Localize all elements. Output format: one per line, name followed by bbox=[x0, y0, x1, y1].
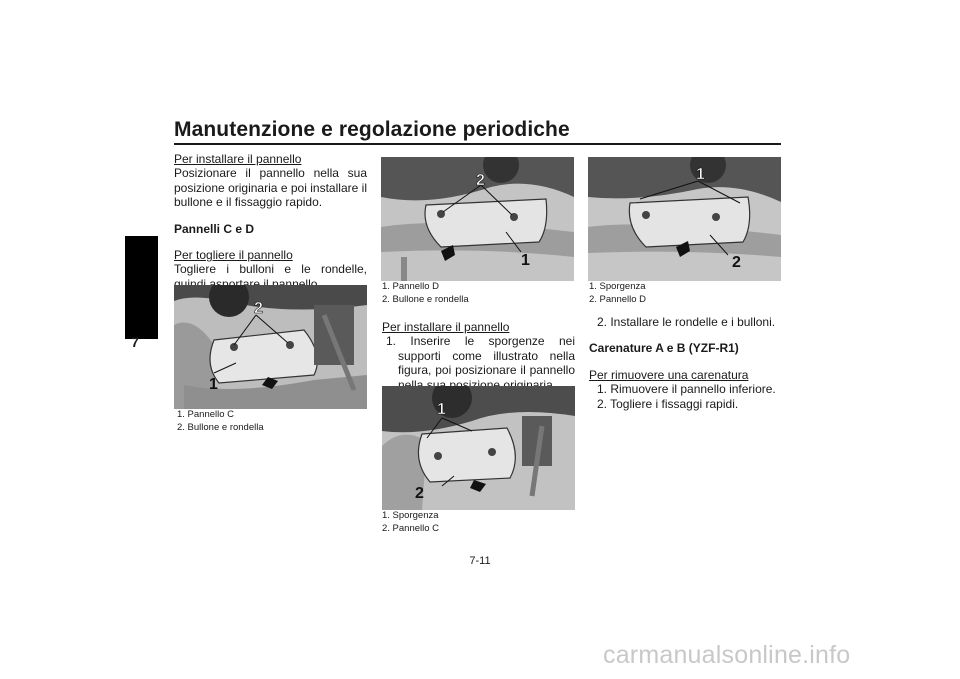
heading-fairings: Carenature A e B (YZF-R1) bbox=[589, 341, 739, 356]
subheading-remove-panel: Per togliere il pannello bbox=[174, 248, 293, 263]
page-number: 7-11 bbox=[469, 555, 491, 567]
heading-panels-c-d: Pannelli C e D bbox=[174, 221, 255, 236]
caption-item: 1. Pannello D bbox=[382, 281, 440, 292]
column-3-text: 2. Installare le rondelle e i bulloni. C… bbox=[589, 315, 782, 411]
watermark: carmanualsonline.info bbox=[603, 641, 851, 669]
page-title: Manutenzione e regolazione periodiche bbox=[174, 118, 570, 141]
chapter-number: 7 bbox=[131, 334, 139, 350]
caption-figure-3: 1. Sporgenza 2. Pannello C bbox=[382, 510, 439, 535]
caption-item: 2. Bullone e rondella bbox=[382, 293, 469, 305]
figure-panel-c: 2 1 bbox=[174, 285, 367, 409]
figure-label-1: 1 bbox=[521, 252, 530, 269]
figure-tabs-panel-c: 1 2 bbox=[382, 386, 575, 510]
title-rule bbox=[174, 143, 781, 145]
caption-figure-4: 1. Sporgenza 2. Pannello D bbox=[589, 281, 646, 306]
column-1: Per installare il pannello Posizionare i… bbox=[174, 152, 367, 291]
caption-figure-2: 1. Pannello D 2. Bullone e rondella bbox=[382, 281, 469, 306]
caption-item: 1. Sporgenza bbox=[382, 510, 439, 521]
paragraph-install: Posizionare il pannello nella sua posizi… bbox=[174, 166, 367, 210]
subheading-install-panel: Per installare il pannello bbox=[174, 152, 302, 166]
subheading-install-panel-2: Per installare il pannello bbox=[382, 320, 510, 334]
step-remove-lower-panel: 1. Rimuovere il pannello inferiore. bbox=[597, 382, 776, 397]
chapter-tab bbox=[125, 236, 158, 339]
column-2-text: Per installare il pannello 1. Inserire l… bbox=[382, 320, 575, 392]
caption-item: 1. Sporgenza bbox=[589, 281, 646, 292]
step-remove-fasteners: 2. Togliere i fissaggi rapidi. bbox=[597, 396, 739, 411]
caption-item: 2. Pannello C bbox=[382, 522, 440, 534]
figure-label-1: 1 bbox=[696, 166, 705, 183]
figure-label-1: 1 bbox=[209, 376, 218, 393]
figure-label-2: 2 bbox=[415, 485, 424, 502]
figure-label-2: 2 bbox=[732, 254, 741, 271]
step-install-washers: 2. Installare le rondelle e i bulloni. bbox=[597, 315, 776, 329]
figure-label-2: 2 bbox=[254, 300, 263, 317]
caption-item: 1. Pannello C bbox=[177, 409, 235, 420]
figure-tabs-panel-d: 1 2 bbox=[588, 157, 781, 281]
caption-item: 2. Pannello D bbox=[589, 293, 647, 305]
figure-panel-d: 2 1 bbox=[381, 157, 574, 281]
subheading-remove-fairing: Per rimuovere una carenatura bbox=[589, 367, 749, 382]
step-insert-tabs: 1. Inserire le sporgenze nei supporti co… bbox=[386, 334, 575, 392]
figure-label-2: 2 bbox=[476, 172, 485, 189]
figure-label-1: 1 bbox=[437, 401, 446, 418]
caption-figure-1: 1. Pannello C 2. Bullone e rondella bbox=[177, 409, 264, 434]
caption-item: 2. Bullone e rondella bbox=[177, 421, 264, 433]
